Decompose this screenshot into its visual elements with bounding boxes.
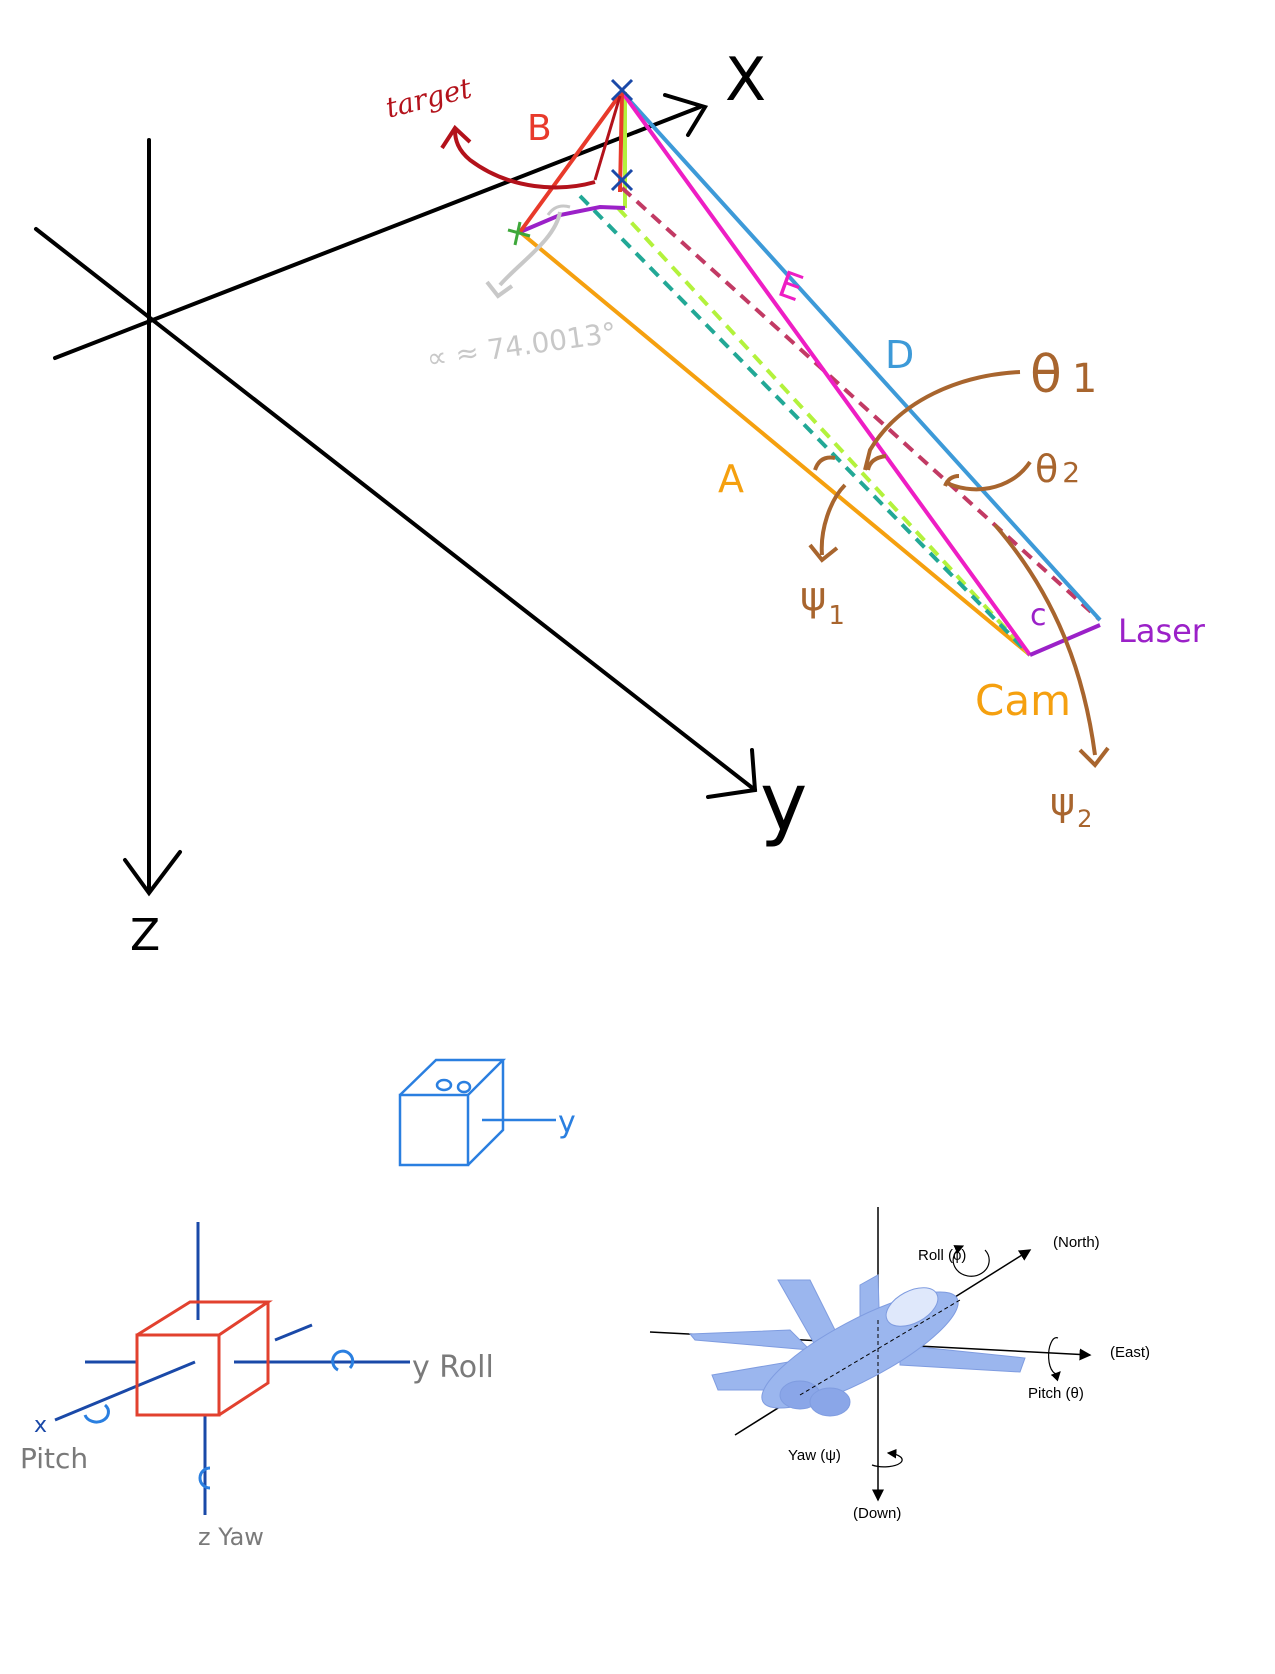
roll-label: Roll (ϕ) [918, 1247, 966, 1264]
target-arrowhead [440, 124, 472, 150]
red-cube-top [136, 1300, 273, 1337]
aircraft-diagram: Roll (ϕ) (North) (East) Pitch (θ) Yaw (ψ… [649, 1207, 1150, 1522]
y-axis-line [34, 227, 757, 792]
label-laser: Laser [1118, 612, 1206, 650]
pitch-label: Pitch (θ) [1028, 1385, 1084, 1402]
cube-lens-right [456, 1080, 472, 1094]
yaw-rotation-arrow [871, 1448, 903, 1468]
psi1-arrowhead [808, 543, 839, 563]
red-cube-side [218, 1302, 270, 1417]
down-label: (Down) [853, 1505, 901, 1522]
label-e: E [773, 264, 808, 310]
psi2-arrow [993, 523, 1097, 756]
cube-x-axis-back [274, 1323, 313, 1342]
psi1-arc [813, 455, 836, 471]
alpha-arrowhead [485, 280, 514, 299]
theta1-arrow [863, 370, 1021, 471]
alpha-arrow [498, 211, 562, 287]
alpha-label: ∝ ≈ 74.0013° [425, 316, 619, 375]
y-axis-arrowhead [706, 748, 758, 799]
label-pitch: Pitch [20, 1442, 88, 1475]
cube-lens-left [435, 1078, 453, 1092]
cube-front [398, 1093, 470, 1167]
label-a: A [718, 457, 744, 501]
north-label: (North) [1053, 1234, 1100, 1251]
label-x: x [34, 1413, 47, 1438]
jet-icon [688, 1274, 1026, 1417]
main-diagram: target B ∝ ≈ 74.0013° X y Z E D A c Lase… [34, 45, 1206, 961]
target-mark [610, 78, 634, 192]
label-d: D [885, 333, 914, 377]
theta2-arc [943, 474, 960, 487]
longitudinal-dashed [799, 1299, 961, 1396]
axis-x-label: X [725, 45, 766, 115]
theta1-arc [866, 454, 887, 471]
theta2-arrow [944, 460, 1032, 492]
jet-engine-right [809, 1387, 851, 1417]
target-label: target [382, 71, 475, 124]
yaw-label: Yaw (ψ) [788, 1447, 841, 1464]
label-c: c [1030, 598, 1047, 633]
psi1-label: ψ1 [800, 574, 845, 631]
cube-side [467, 1060, 505, 1166]
roll-rotation-arrow [952, 1245, 990, 1277]
small-cube: y [398, 1058, 576, 1167]
label-y-roll: y Roll [412, 1350, 494, 1385]
label-b: B [527, 108, 552, 149]
jet-canopy [885, 1287, 939, 1327]
pitch-rotation-icon [83, 1403, 110, 1424]
psi1-arrow [819, 483, 847, 556]
x-axis-line [53, 105, 702, 360]
psi2-label: ψ2 [1050, 780, 1092, 833]
x-axis-arrowhead [663, 93, 709, 137]
yaw-rotation-icon [198, 1466, 211, 1490]
target-arrow [453, 129, 596, 190]
jet-left-wing [688, 1329, 812, 1351]
east-label: (East) [1110, 1344, 1150, 1361]
lime-dashed [616, 206, 1032, 657]
roll-rotation-icon [331, 1349, 355, 1372]
axes [34, 93, 758, 897]
line-d [620, 90, 1102, 622]
line-e [620, 90, 1032, 657]
cube-axes-diagram: y Roll x Pitch z Yaw [20, 1222, 494, 1551]
red-cube-front [135, 1333, 221, 1417]
cube-top [399, 1058, 507, 1096]
ground-mark [507, 221, 531, 246]
z-axis-arrowhead [123, 850, 182, 897]
psi2-arrowhead [1078, 746, 1110, 769]
pitch-rotation-arrow [1048, 1337, 1061, 1382]
purple-top [519, 204, 626, 234]
cube-x-axis [54, 1360, 196, 1422]
axis-z-label: Z [130, 910, 160, 961]
red-dashed [620, 186, 1102, 622]
b-dark-line [593, 95, 622, 181]
alpha-angle-arc [546, 204, 571, 216]
axis-y-label: y [760, 756, 807, 849]
teal-dashed [578, 194, 1032, 657]
small-cube-y-label: y [558, 1105, 576, 1140]
label-cam: Cam [975, 676, 1071, 725]
label-z-yaw: z Yaw [198, 1523, 264, 1551]
line-a [518, 230, 1032, 657]
